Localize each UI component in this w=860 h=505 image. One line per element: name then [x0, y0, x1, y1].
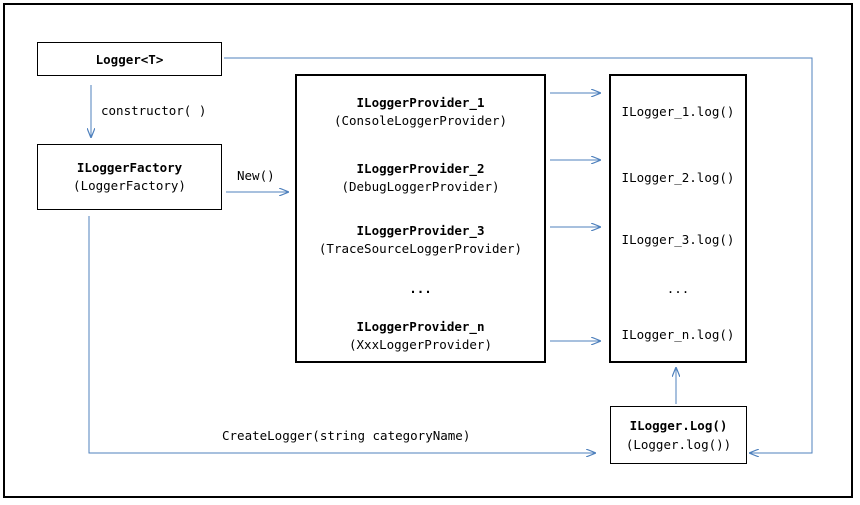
factory-title: ILoggerFactory — [76, 160, 183, 175]
provider-n-subtitle: (XxxLoggerProvider) — [349, 337, 492, 352]
logger-2: ILogger_2.log() — [621, 170, 735, 185]
logger-t-box: Logger<T> — [37, 42, 222, 76]
arrow-create-logger — [88, 216, 595, 453]
provider-3-subtitle: (TraceSourceLoggerProvider) — [318, 241, 523, 256]
logger-factory-box: ILoggerFactory (LoggerFactory) — [37, 144, 222, 210]
provider-3-title: ILoggerProvider_3 — [356, 223, 485, 238]
provider-2-title: ILoggerProvider_2 — [356, 161, 485, 176]
provider-2-subtitle: (DebugLoggerProvider) — [341, 179, 500, 194]
providers-box: ILoggerProvider_1 (ConsoleLoggerProvider… — [295, 74, 546, 363]
factory-subtitle: (LoggerFactory) — [73, 178, 186, 193]
new-label: New() — [237, 168, 275, 183]
provider-ellipsis: ... — [409, 281, 432, 296]
ilogger-log-box: ILogger.Log() (Logger.log()) — [610, 406, 747, 464]
loggers-box: ILogger_1.log() ILogger_2.log() ILogger_… — [609, 74, 747, 363]
logger-3: ILogger_3.log() — [621, 232, 735, 247]
logger-t-label: Logger<T> — [95, 52, 164, 67]
ilogger-log-subtitle: (Logger.log()) — [625, 437, 732, 452]
logger-ellipsis: ... — [666, 281, 690, 296]
logger-n: ILogger_n.log() — [621, 327, 735, 342]
logger-1: ILogger_1.log() — [621, 104, 735, 119]
arrow-logger-to-log — [224, 57, 813, 453]
provider-1-title: ILoggerProvider_1 — [356, 95, 485, 110]
constructor-label: constructor( ) — [101, 103, 207, 118]
outer-frame — [3, 3, 853, 498]
create-logger-label: CreateLogger(string categoryName) — [222, 428, 471, 443]
provider-n-title: ILoggerProvider_n — [356, 319, 485, 334]
ilogger-log-title: ILogger.Log() — [629, 418, 728, 433]
provider-1-subtitle: (ConsoleLoggerProvider) — [333, 113, 508, 128]
